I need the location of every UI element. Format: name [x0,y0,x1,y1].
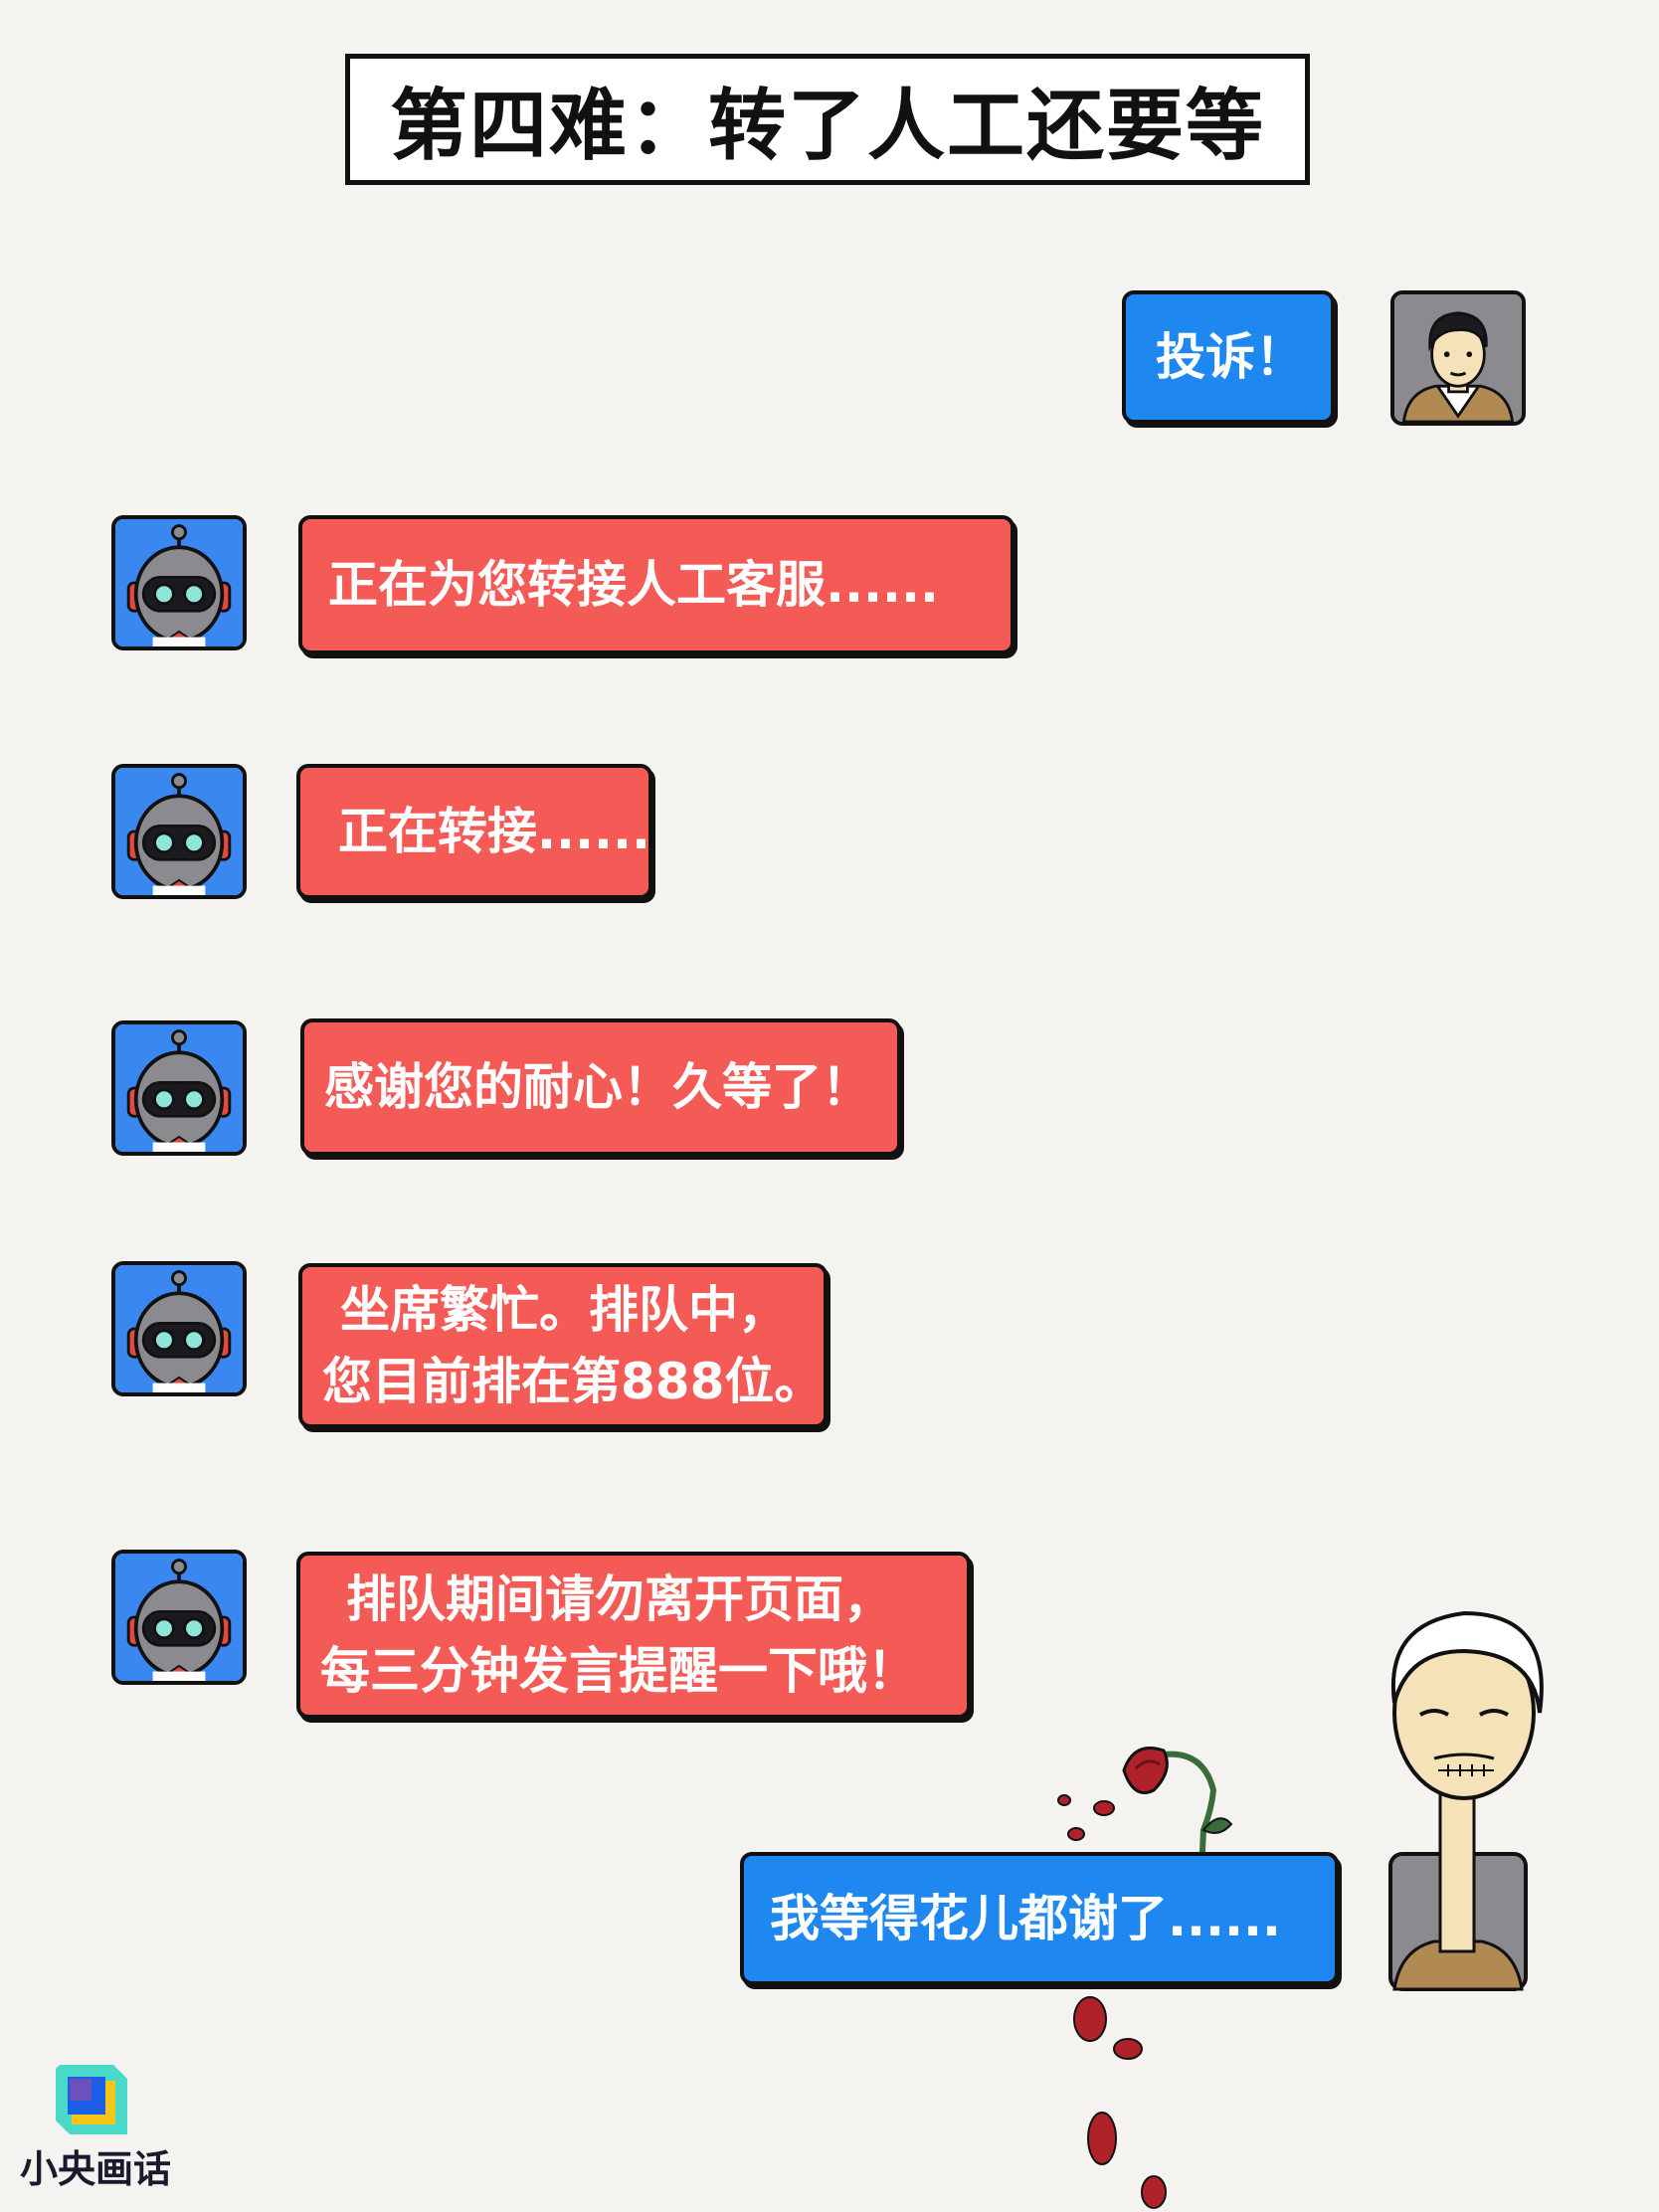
bot-avatar-robot [111,1261,247,1396]
robot-avatar-icon [115,519,243,646]
robot-avatar-icon [115,768,243,895]
robot-avatar-icon [115,1554,243,1681]
page-title: 第四难：转了人工还要等 [389,82,1265,171]
message-line: 感谢您的耐心！久等了！ [324,1058,871,1116]
message-line: 坐席繁忙。排队中， [340,1281,788,1339]
message-line: 我等得花儿都谢了...... [770,1890,1281,1947]
robot-avatar-icon [115,1265,243,1392]
user-message-2: 我等得花儿都谢了...... [740,1852,1339,1985]
user-message-1: 投诉！ [1122,290,1335,424]
bot-message-1: 正在为您转接人工客服...... [298,515,1014,654]
brand-logo-icon [56,2065,127,2134]
message-line: 每三分钟发言提醒一下哦！ [320,1642,917,1700]
message-line: 正在为您转接人工客服...... [328,556,939,614]
bot-message-3: 感谢您的耐心！久等了！ [300,1018,901,1156]
message-line: 正在转接...... [338,803,650,860]
bot-avatar-robot [111,515,247,650]
bot-avatar-robot [111,1020,247,1156]
message-line: 您目前排在第888位。 [322,1353,825,1410]
message-line: 投诉！ [1156,328,1305,386]
bot-avatar-robot [111,764,247,899]
old-man-illustration [1388,1610,1544,1991]
bot-avatar-robot [111,1550,247,1685]
user-avatar-young-man [1390,290,1526,426]
title-box: 第四难：转了人工还要等 [345,54,1310,185]
falling-petals [1073,1996,1167,2209]
young-man-avatar-icon [1394,294,1522,422]
rose-illustration [1057,1747,1233,1871]
bot-message-2: 正在转接...... [296,764,652,899]
bot-message-4: 坐席繁忙。排队中， 您目前排在第888位。 [298,1263,828,1428]
robot-avatar-icon [115,1024,243,1152]
bot-message-5: 排队期间请勿离开页面， 每三分钟发言提醒一下哦！ [296,1552,971,1719]
message-line: 排队期间请勿离开页面， [346,1570,893,1628]
brand-logo-text: 小央画话 [20,2147,172,2191]
